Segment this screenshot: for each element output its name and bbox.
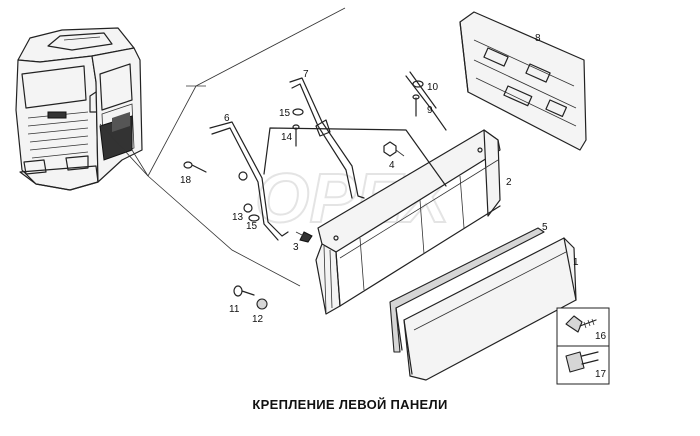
callout-16: 16 bbox=[595, 331, 607, 342]
callout-12: 12 bbox=[252, 314, 264, 325]
callout-8: 8 bbox=[535, 33, 541, 44]
inset-17: 17 bbox=[556, 345, 610, 385]
strap-bracket-6 bbox=[209, 121, 289, 241]
bolt-11 bbox=[233, 285, 255, 297]
leader-line bbox=[131, 149, 149, 177]
rail bbox=[405, 75, 447, 131]
diagram-caption: КРЕПЛЕНИЕ ЛЕВОЙ ПАНЕЛИ bbox=[252, 397, 448, 412]
rail bbox=[263, 127, 447, 187]
callout-1: 1 bbox=[573, 257, 579, 268]
leader-line bbox=[147, 85, 197, 177]
washer-15-top bbox=[292, 108, 304, 116]
rail bbox=[409, 71, 437, 109]
callout-5: 5 bbox=[542, 222, 548, 233]
nut-13 bbox=[243, 203, 253, 213]
washer-10 bbox=[412, 80, 424, 88]
upper-bracket-plate bbox=[459, 11, 587, 151]
outer-panel bbox=[403, 237, 577, 381]
callout-4: 4 bbox=[389, 160, 395, 171]
callout-10: 10 bbox=[427, 82, 439, 93]
washer-15-bottom bbox=[248, 214, 260, 222]
callout-14: 14 bbox=[281, 132, 293, 143]
callout-15-bottom: 15 bbox=[246, 221, 258, 232]
callout-3: 3 bbox=[293, 242, 299, 253]
leader-line bbox=[147, 175, 301, 287]
callout-2: 2 bbox=[506, 177, 512, 188]
nut-12 bbox=[256, 298, 268, 310]
leader-line bbox=[99, 123, 149, 177]
callout-7: 7 bbox=[303, 69, 309, 80]
callout-6: 6 bbox=[224, 113, 230, 124]
leader-line bbox=[195, 7, 346, 87]
callout-11: 11 bbox=[229, 304, 240, 315]
bolt-14 bbox=[292, 124, 300, 147]
inset-16: 16 bbox=[556, 307, 610, 347]
callout-13: 13 bbox=[232, 212, 244, 223]
strap-bracket-7 bbox=[289, 77, 365, 199]
nut-4 bbox=[383, 141, 405, 157]
truck-cab-icon bbox=[15, 27, 143, 191]
main-panel-frame bbox=[315, 129, 501, 315]
seal-strip bbox=[389, 227, 545, 353]
screw-3 bbox=[295, 231, 313, 243]
callout-9: 9 bbox=[427, 105, 433, 116]
callout-18: 18 bbox=[180, 175, 192, 186]
callout-17: 17 bbox=[595, 369, 607, 380]
callout-15-top: 15 bbox=[279, 108, 291, 119]
bolt-18 bbox=[183, 161, 207, 173]
bolt-9 bbox=[412, 94, 420, 117]
